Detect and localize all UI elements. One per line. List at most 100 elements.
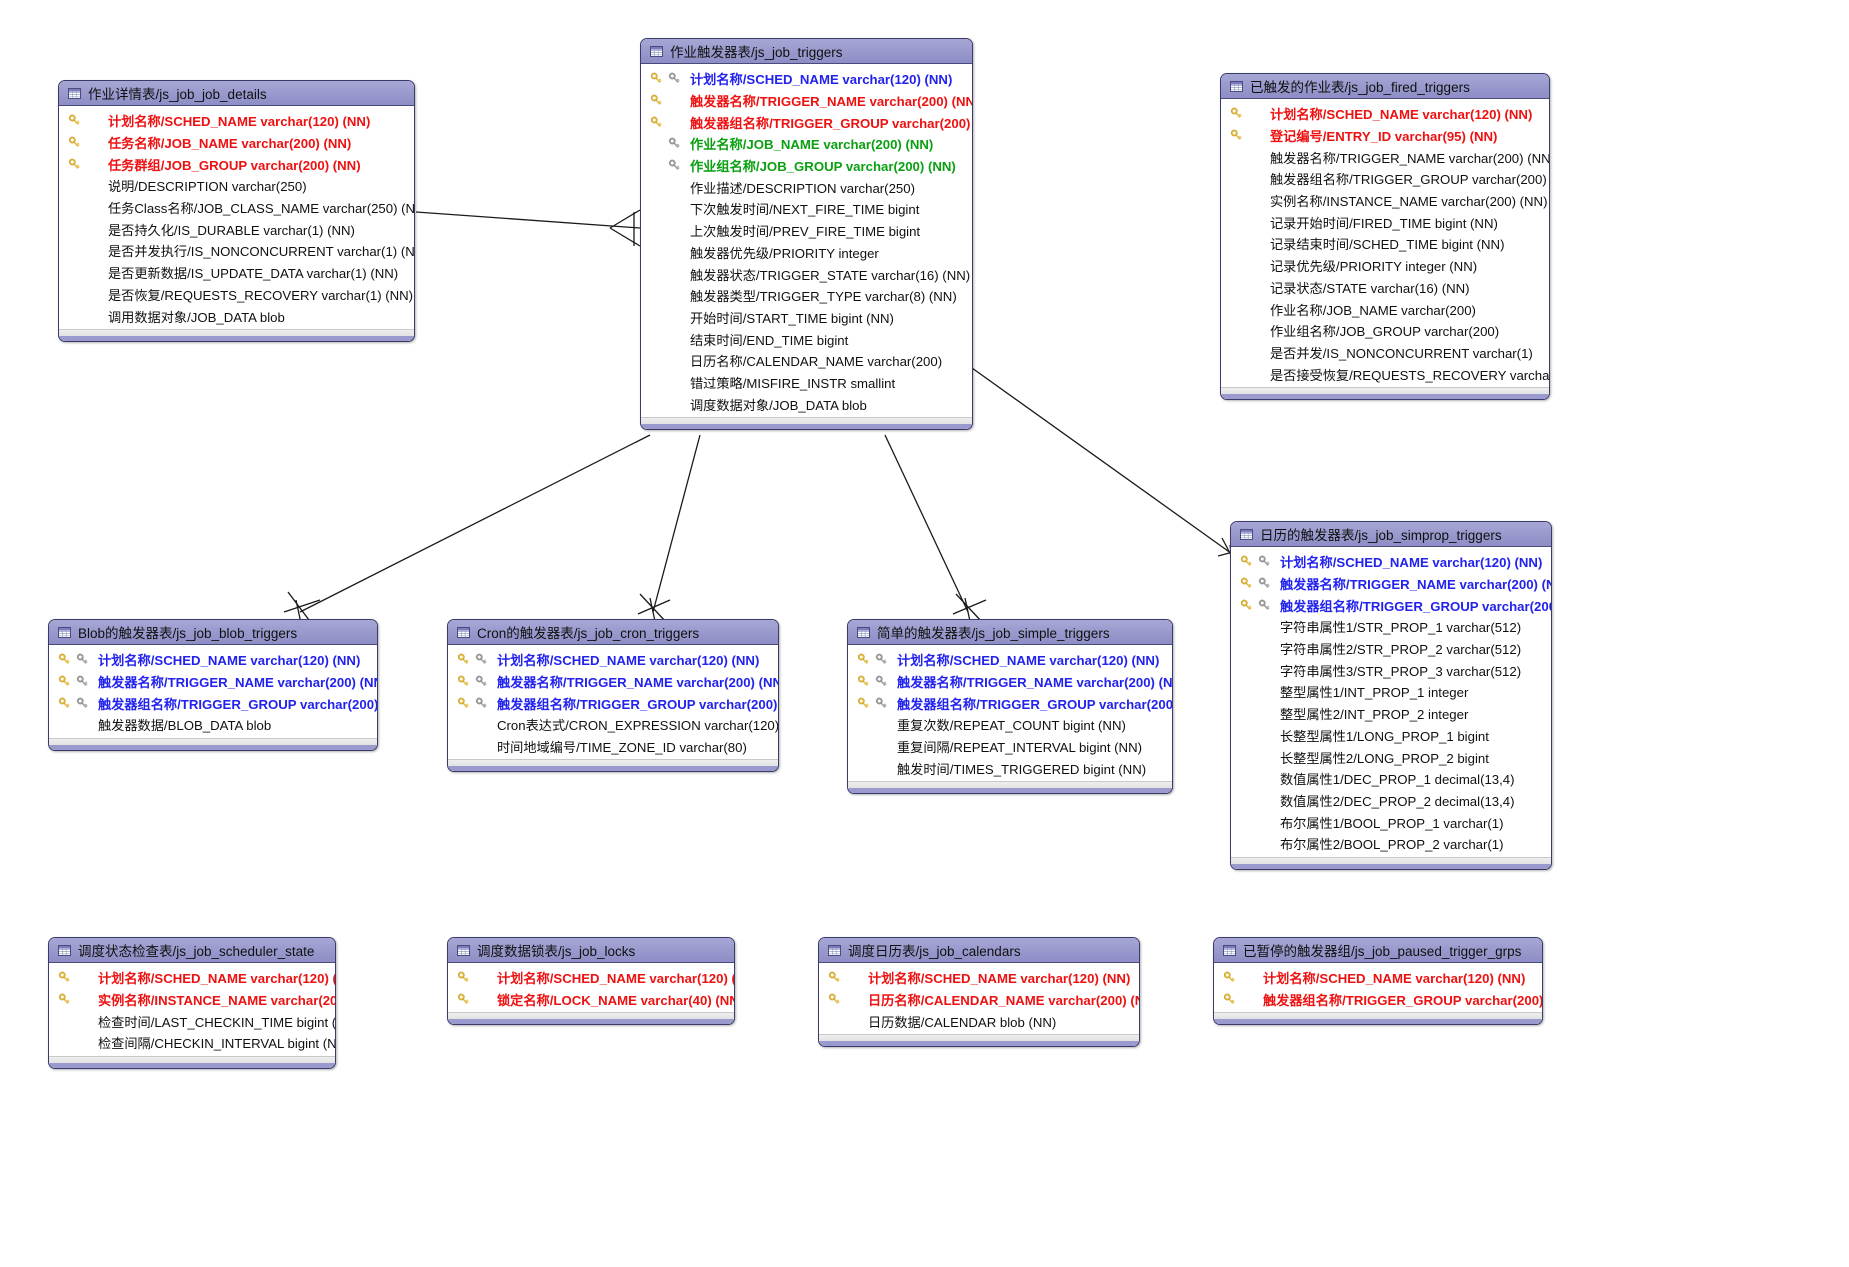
attribute-row[interactable]: 数值属性1/DEC_PROP_1 decimal(13,4) [1231, 768, 1551, 790]
attribute-row[interactable]: 任务名称/JOB_NAME varchar(200) (NN) [59, 132, 414, 154]
attribute-row[interactable]: 触发器类型/TRIGGER_TYPE varchar(8) (NN) [641, 285, 972, 307]
attribute-row[interactable]: 触发器数据/BLOB_DATA blob [49, 714, 377, 736]
attribute-row[interactable]: 触发器名称/TRIGGER_NAME varchar(200) (NN) [1221, 146, 1549, 168]
attribute-row[interactable]: 实例名称/INSTANCE_NAME varchar(200) (NN) [49, 989, 335, 1011]
attribute-row[interactable]: 触发器状态/TRIGGER_STATE varchar(16) (NN) [641, 263, 972, 285]
attribute-row[interactable]: 计划名称/SCHED_NAME varchar(120) (NN) [848, 649, 1172, 671]
attribute-row[interactable]: 是否持久化/IS_DURABLE varchar(1) (NN) [59, 218, 414, 240]
attribute-row[interactable]: 触发器名称/TRIGGER_NAME varchar(200) (NN) [848, 671, 1172, 693]
attribute-row[interactable]: 是否并发/IS_NONCONCURRENT varchar(1) [1221, 342, 1549, 364]
attribute-row[interactable]: 字符串属性3/STR_PROP_3 varchar(512) [1231, 659, 1551, 681]
attribute-row[interactable]: 计划名称/SCHED_NAME varchar(120) (NN) [1231, 551, 1551, 573]
attribute-row[interactable]: 时间地域编号/TIME_ZONE_ID varchar(80) [448, 736, 778, 758]
entity-scheduler_state[interactable]: 调度状态检查表/js_job_scheduler_state 计划名称/SCHED… [48, 937, 336, 1069]
attribute-row[interactable]: 记录优先级/PRIORITY integer (NN) [1221, 255, 1549, 277]
attribute-row[interactable]: 布尔属性2/BOOL_PROP_2 varchar(1) [1231, 833, 1551, 855]
attribute-row[interactable]: 触发器组名称/TRIGGER_GROUP varchar(200) (NN) [448, 692, 778, 714]
entity-header-calendars[interactable]: 调度日历表/js_job_calendars [819, 938, 1139, 963]
attribute-row[interactable]: 作业描述/DESCRIPTION varchar(250) [641, 176, 972, 198]
attribute-row[interactable]: 错过策略/MISFIRE_INSTR smallint [641, 372, 972, 394]
attribute-row[interactable]: 整型属性2/INT_PROP_2 integer [1231, 703, 1551, 725]
attribute-row[interactable]: 计划名称/SCHED_NAME varchar(120) (NN) [448, 967, 734, 989]
attribute-row[interactable]: 是否接受恢复/REQUESTS_RECOVERY varchar(1) [1221, 363, 1549, 385]
entity-simple_triggers[interactable]: 简单的触发器表/js_job_simple_triggers 计划名称/SCHED… [847, 619, 1173, 795]
attribute-row[interactable]: 触发器组名称/TRIGGER_GROUP varchar(200) (NN) [848, 692, 1172, 714]
attribute-row[interactable]: 字符串属性2/STR_PROP_2 varchar(512) [1231, 638, 1551, 660]
attribute-row[interactable]: 下次触发时间/NEXT_FIRE_TIME bigint [641, 198, 972, 220]
attribute-row[interactable]: 是否更新数据/IS_UPDATE_DATA varchar(1) (NN) [59, 262, 414, 284]
attribute-row[interactable]: 计划名称/SCHED_NAME varchar(120) (NN) [1221, 103, 1549, 125]
attribute-row[interactable]: 作业组名称/JOB_GROUP varchar(200) (NN) [641, 155, 972, 177]
attribute-row[interactable]: 作业组名称/JOB_GROUP varchar(200) [1221, 320, 1549, 342]
entity-header-scheduler_state[interactable]: 调度状态检查表/js_job_scheduler_state [49, 938, 335, 963]
entity-header-simple_triggers[interactable]: 简单的触发器表/js_job_simple_triggers [848, 620, 1172, 645]
attribute-row[interactable]: 计划名称/SCHED_NAME varchar(120) (NN) [59, 110, 414, 132]
attribute-row[interactable]: 任务群组/JOB_GROUP varchar(200) (NN) [59, 153, 414, 175]
entity-calendars[interactable]: 调度日历表/js_job_calendars 计划名称/SCHED_NAME va… [818, 937, 1140, 1048]
entity-header-job_triggers[interactable]: 作业触发器表/js_job_triggers [641, 39, 972, 64]
attribute-row[interactable]: 调用数据对象/JOB_DATA blob [59, 305, 414, 327]
attribute-row[interactable]: Cron表达式/CRON_EXPRESSION varchar(120) (NN… [448, 714, 778, 736]
attribute-row[interactable]: 计划名称/SCHED_NAME varchar(120) (NN) [819, 967, 1139, 989]
attribute-row[interactable]: 日历数据/CALENDAR blob (NN) [819, 1010, 1139, 1032]
attribute-row[interactable]: 日历名称/CALENDAR_NAME varchar(200) (NN) [819, 989, 1139, 1011]
attribute-row[interactable]: 触发器组名称/TRIGGER_GROUP varchar(200) (NN) [1231, 594, 1551, 616]
attribute-row[interactable]: 触发器组名称/TRIGGER_GROUP varchar(200) (NN) [1214, 989, 1542, 1011]
attribute-row[interactable]: 触发器组名称/TRIGGER_GROUP varchar(200) (NN) [49, 692, 377, 714]
attribute-row[interactable]: 调度数据对象/JOB_DATA blob [641, 393, 972, 415]
attribute-row[interactable]: 计划名称/SCHED_NAME varchar(120) (NN) [49, 649, 377, 671]
entity-header-fired_triggers[interactable]: 已触发的作业表/js_job_fired_triggers [1221, 74, 1549, 99]
attribute-row[interactable]: 触发器名称/TRIGGER_NAME varchar(200) (NN) [641, 90, 972, 112]
attribute-row[interactable]: 任务Class名称/JOB_CLASS_NAME varchar(250) (N… [59, 197, 414, 219]
attribute-row[interactable]: 触发器名称/TRIGGER_NAME varchar(200) (NN) [448, 671, 778, 693]
entity-header-cron_triggers[interactable]: Cron的触发器表/js_job_cron_triggers [448, 620, 778, 645]
attribute-row[interactable]: 记录状态/STATE varchar(16) (NN) [1221, 277, 1549, 299]
attribute-row[interactable]: 上次触发时间/PREV_FIRE_TIME bigint [641, 220, 972, 242]
attribute-row[interactable]: 触发器组名称/TRIGGER_GROUP varchar(200) (NN) [641, 111, 972, 133]
attribute-row[interactable]: 触发器组名称/TRIGGER_GROUP varchar(200) (NN) [1221, 168, 1549, 190]
attribute-row[interactable]: 计划名称/SCHED_NAME varchar(120) (NN) [448, 649, 778, 671]
entity-fired_triggers[interactable]: 已触发的作业表/js_job_fired_triggers 计划名称/SCHED_… [1220, 73, 1550, 400]
entity-header-blob_triggers[interactable]: Blob的触发器表/js_job_blob_triggers [49, 620, 377, 645]
attribute-row[interactable]: 计划名称/SCHED_NAME varchar(120) (NN) [49, 967, 335, 989]
entity-header-job_details[interactable]: 作业详情表/js_job_job_details [59, 81, 414, 106]
attribute-row[interactable]: 结束时间/END_TIME bigint [641, 328, 972, 350]
attribute-row[interactable]: 作业名称/JOB_NAME varchar(200) (NN) [641, 133, 972, 155]
entity-cron_triggers[interactable]: Cron的触发器表/js_job_cron_triggers 计划名称/SCHED… [447, 619, 779, 773]
attribute-row[interactable]: 登记编号/ENTRY_ID varchar(95) (NN) [1221, 125, 1549, 147]
entity-simprop_triggers[interactable]: 日历的触发器表/js_job_simprop_triggers 计划名称/SCHE… [1230, 521, 1552, 870]
attribute-row[interactable]: 触发时间/TIMES_TRIGGERED bigint (NN) [848, 757, 1172, 779]
attribute-row[interactable]: 字符串属性1/STR_PROP_1 varchar(512) [1231, 616, 1551, 638]
attribute-row[interactable]: 实例名称/INSTANCE_NAME varchar(200) (NN) [1221, 190, 1549, 212]
attribute-row[interactable]: 日历名称/CALENDAR_NAME varchar(200) [641, 350, 972, 372]
attribute-row[interactable]: 整型属性1/INT_PROP_1 integer [1231, 681, 1551, 703]
attribute-row[interactable]: 是否并发执行/IS_NONCONCURRENT varchar(1) (NN) [59, 240, 414, 262]
attribute-row[interactable]: 长整型属性2/LONG_PROP_2 bigint [1231, 746, 1551, 768]
entity-header-paused_trigger_grps[interactable]: 已暂停的触发器组/js_job_paused_trigger_grps [1214, 938, 1542, 963]
attribute-row[interactable]: 触发器名称/TRIGGER_NAME varchar(200) (NN) [49, 671, 377, 693]
attribute-row[interactable]: 重复次数/REPEAT_COUNT bigint (NN) [848, 714, 1172, 736]
attribute-row[interactable]: 开始时间/START_TIME bigint (NN) [641, 307, 972, 329]
attribute-row[interactable]: 数值属性2/DEC_PROP_2 decimal(13,4) [1231, 790, 1551, 812]
attribute-row[interactable]: 计划名称/SCHED_NAME varchar(120) (NN) [641, 68, 972, 90]
entity-blob_triggers[interactable]: Blob的触发器表/js_job_blob_triggers 计划名称/SCHED… [48, 619, 378, 751]
attribute-row[interactable]: 触发器名称/TRIGGER_NAME varchar(200) (NN) [1231, 573, 1551, 595]
attribute-row[interactable]: 长整型属性1/LONG_PROP_1 bigint [1231, 725, 1551, 747]
entity-paused_trigger_grps[interactable]: 已暂停的触发器组/js_job_paused_trigger_grps 计划名称/… [1213, 937, 1543, 1026]
attribute-row[interactable]: 说明/DESCRIPTION varchar(250) [59, 175, 414, 197]
attribute-row[interactable]: 布尔属性1/BOOL_PROP_1 varchar(1) [1231, 811, 1551, 833]
attribute-row[interactable]: 记录开始时间/FIRED_TIME bigint (NN) [1221, 211, 1549, 233]
attribute-row[interactable]: 作业名称/JOB_NAME varchar(200) [1221, 298, 1549, 320]
attribute-row[interactable]: 检查时间/LAST_CHECKIN_TIME bigint (NN) [49, 1010, 335, 1032]
entity-job_details[interactable]: 作业详情表/js_job_job_details 计划名称/SCHED_NAME … [58, 80, 415, 342]
attribute-row[interactable]: 重复间隔/REPEAT_INTERVAL bigint (NN) [848, 736, 1172, 758]
entity-locks[interactable]: 调度数据锁表/js_job_locks 计划名称/SCHED_NAME varch… [447, 937, 735, 1026]
attribute-row[interactable]: 检查间隔/CHECKIN_INTERVAL bigint (NN) [49, 1032, 335, 1054]
entity-header-simprop_triggers[interactable]: 日历的触发器表/js_job_simprop_triggers [1231, 522, 1551, 547]
entity-header-locks[interactable]: 调度数据锁表/js_job_locks [448, 938, 734, 963]
attribute-row[interactable]: 触发器优先级/PRIORITY integer [641, 242, 972, 264]
attribute-row[interactable]: 锁定名称/LOCK_NAME varchar(40) (NN) [448, 989, 734, 1011]
entity-job_triggers[interactable]: 作业触发器表/js_job_triggers 计划名称/SCHED_NAME va… [640, 38, 973, 430]
attribute-row[interactable]: 计划名称/SCHED_NAME varchar(120) (NN) [1214, 967, 1542, 989]
attribute-row[interactable]: 记录结束时间/SCHED_TIME bigint (NN) [1221, 233, 1549, 255]
